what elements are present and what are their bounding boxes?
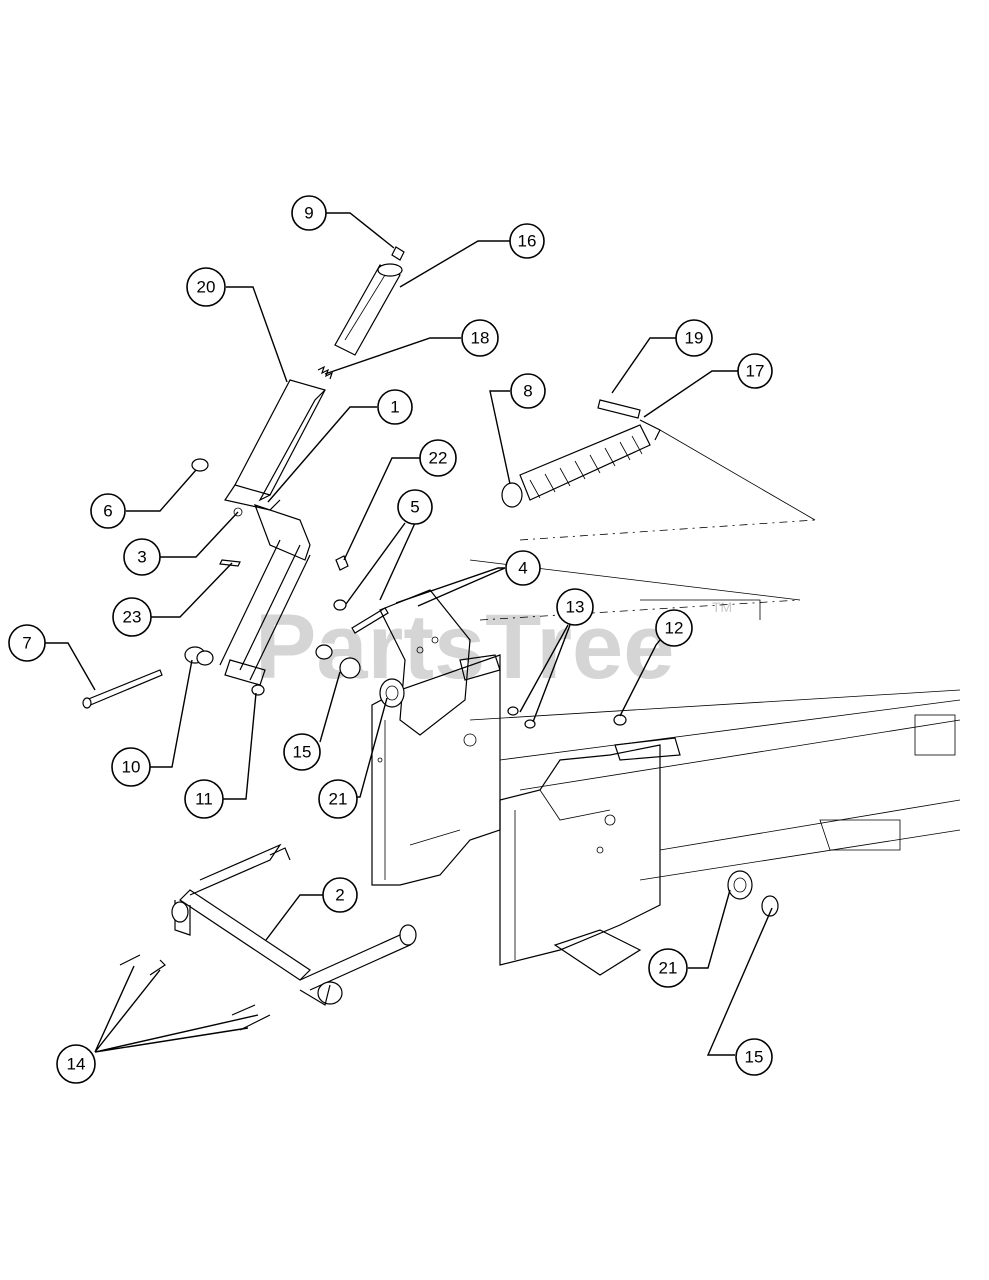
callout-label: 21 xyxy=(659,959,678,978)
callout-11: 11 xyxy=(184,779,224,819)
pin-part-19 xyxy=(597,399,641,419)
bolt-part-8 xyxy=(501,482,523,508)
callout-label: 9 xyxy=(304,204,313,223)
callout-19: 19 xyxy=(675,319,713,357)
callout-18: 18 xyxy=(461,319,499,357)
callout-15-left: 15 xyxy=(283,733,321,771)
callout-10: 10 xyxy=(111,747,151,787)
callout-1: 1 xyxy=(377,389,413,425)
pin-part-22 xyxy=(335,555,349,571)
bolts-part-5 xyxy=(333,599,389,634)
callout-9: 9 xyxy=(291,195,327,231)
leader-lines xyxy=(45,212,773,1056)
callout-7: 7 xyxy=(8,624,46,662)
callout-label: 1 xyxy=(390,398,399,417)
callout-label: 14 xyxy=(67,1055,86,1074)
callout-14: 14 xyxy=(56,1044,96,1084)
callout-20: 20 xyxy=(186,267,226,307)
callout-5: 5 xyxy=(397,489,433,525)
callout-21-left: 21 xyxy=(318,779,358,819)
callout-label: 12 xyxy=(665,619,684,638)
callout-4: 4 xyxy=(505,550,541,586)
callout-label: 15 xyxy=(293,743,312,762)
callout-17: 17 xyxy=(737,353,773,389)
callout-label: 2 xyxy=(335,886,344,905)
callout-label: 11 xyxy=(195,790,213,809)
nuts-part-13 xyxy=(507,706,536,729)
callout-label: 8 xyxy=(523,382,532,401)
spring-part-17 xyxy=(519,419,661,501)
callout-15-right: 15 xyxy=(735,1038,773,1076)
pin-part-7 xyxy=(82,669,163,709)
callout-label: 10 xyxy=(122,758,141,777)
callout-label: 22 xyxy=(429,449,448,468)
callout-16: 16 xyxy=(509,223,545,259)
watermark-trademark: TM xyxy=(712,599,732,615)
axle-assembly-part-2 xyxy=(171,843,417,1006)
callout-22: 22 xyxy=(419,439,457,477)
pin-part-9 xyxy=(391,246,405,261)
callout-label: 18 xyxy=(471,329,490,348)
bushing-part-10 xyxy=(184,646,214,666)
callout-label: 5 xyxy=(410,498,419,517)
callout-label: 17 xyxy=(746,362,765,381)
callout-21-right: 21 xyxy=(648,948,688,988)
spring-part-18 xyxy=(317,365,334,380)
callout-label: 6 xyxy=(103,502,112,521)
cotter-pins-part-14 xyxy=(119,954,271,1031)
lift-lever xyxy=(219,379,326,686)
callout-2: 2 xyxy=(322,877,358,913)
callout-label: 19 xyxy=(685,329,704,348)
bushing-part-21-right xyxy=(727,870,753,900)
bushing-part-15-left xyxy=(315,644,361,679)
callout-label: 23 xyxy=(123,608,142,627)
bushing-part-15-right xyxy=(761,895,779,917)
callout-8: 8 xyxy=(510,373,546,409)
callout-label: 15 xyxy=(745,1048,764,1067)
callout-3: 3 xyxy=(123,538,161,576)
callout-label: 16 xyxy=(518,232,537,251)
callout-label: 3 xyxy=(137,548,146,567)
callout-label: 20 xyxy=(197,278,216,297)
nut-part-11 xyxy=(251,684,265,696)
callout-label: 13 xyxy=(566,598,585,617)
callout-13: 13 xyxy=(556,588,594,626)
callout-23: 23 xyxy=(112,597,152,637)
callout-label: 4 xyxy=(518,559,527,578)
right-side-plate xyxy=(499,737,681,976)
callout-12: 12 xyxy=(655,609,693,647)
callout-6: 6 xyxy=(90,493,126,529)
pin-part-23 xyxy=(219,559,241,567)
callout-label: 7 xyxy=(22,634,31,653)
callout-label: 21 xyxy=(329,790,348,809)
pin-part-6 xyxy=(191,458,209,472)
bushing-part-21-left xyxy=(379,678,405,708)
frame-rails xyxy=(469,429,961,881)
lever-grip-part-16 xyxy=(334,263,403,356)
nut-part-12 xyxy=(613,714,627,726)
